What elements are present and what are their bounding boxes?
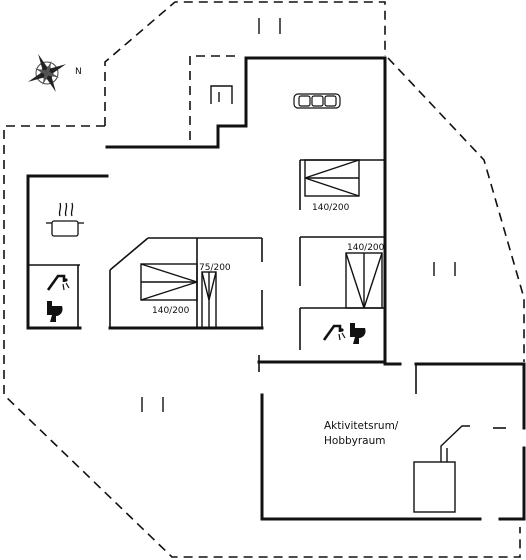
- toilet-icon: [47, 301, 63, 322]
- wall-west-wing: [26, 174, 109, 330]
- terrace-edge-east: [387, 57, 525, 362]
- sofa-icon: [293, 93, 341, 109]
- wood-stove-icon: [413, 425, 470, 513]
- wall-hobby-south: [260, 393, 482, 521]
- interior-walls: [28, 159, 506, 429]
- cooking-pot-icon: [46, 202, 84, 237]
- hobby-room-label-line1: Aktivitetsrum/: [324, 420, 399, 432]
- terrace-outline: [3, 1, 525, 558]
- bed-2-single: [201, 271, 217, 329]
- bed-2-size-label: 75/200: [199, 263, 231, 273]
- terrace-edge-west: [3, 125, 521, 558]
- shower-icon: [46, 274, 70, 291]
- bed-3: [304, 159, 360, 197]
- wall-hobby-east: [414, 362, 526, 430]
- compass-north-label: N: [75, 67, 82, 77]
- wall-hall-south: [257, 360, 402, 366]
- bed-1-size-label: 140/200: [152, 306, 190, 316]
- shower-icon: [322, 324, 346, 341]
- bed-4-size-label: 140/200: [347, 243, 385, 253]
- entrance-stairs: [210, 85, 233, 104]
- hobby-room-label-line2: Hobbyraum: [324, 435, 386, 447]
- compass-rose-icon: [27, 53, 67, 93]
- wall-north-central: [105, 56, 387, 364]
- walls: [26, 56, 526, 521]
- entrance-dashed: [189, 55, 240, 140]
- bed-3-size-label: 140/200: [312, 203, 350, 213]
- bed-1: [140, 263, 198, 301]
- wall-bed1-diag: [109, 237, 149, 271]
- terrace-edge-north: [104, 1, 386, 126]
- bed-4: [345, 252, 383, 309]
- toilet-icon: [350, 323, 366, 344]
- windows: [141, 18, 456, 412]
